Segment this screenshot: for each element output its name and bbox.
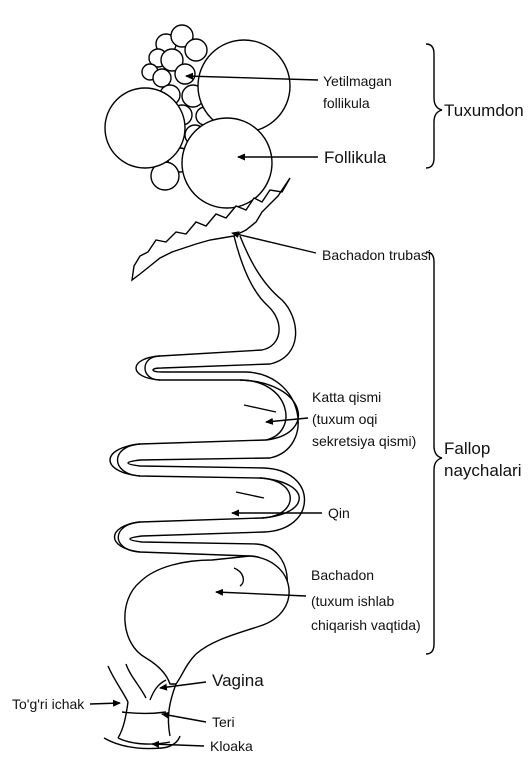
label-kloaka: Kloaka (210, 738, 253, 754)
arrow-katta (266, 418, 308, 422)
fallop-brace (426, 252, 442, 654)
label-bachadon-1: Bachadon (311, 567, 374, 583)
ovary (105, 25, 290, 208)
oviduct-coils (110, 236, 305, 684)
label-bachadon-3: chiqarish vaqtida) (311, 617, 421, 633)
label-teri: Teri (212, 714, 235, 730)
label-tuxumdon: Tuxumdon (444, 101, 524, 120)
label-katta-2: (tuxum oqi (312, 411, 377, 427)
label-togri-ichak: To'g'ri ichak (12, 696, 85, 712)
label-fallop-1: Fallop (444, 439, 490, 458)
tuxumdon-brace (426, 44, 442, 168)
label-katta-3: sekretsiya qismi) (312, 433, 416, 449)
label-bachadon-trubasi: Bachadon trubasi (322, 247, 431, 263)
arrow-vagina (160, 682, 206, 688)
label-yetilmagan-1: Yetilmagan (323, 73, 392, 89)
label-yetilmagan-2: follikula (323, 95, 370, 111)
follicle-large (182, 118, 272, 208)
label-bachadon-2: (tuxum ishlab (311, 593, 394, 609)
label-qin: Qin (328, 505, 350, 521)
follicle-top-right (198, 40, 290, 132)
arrow-togri-ichak (90, 703, 120, 704)
arrow-bachadon-trubasi (232, 233, 316, 253)
label-fallop-2: naychalari (444, 461, 522, 480)
follicle-left (105, 88, 185, 168)
label-vagina: Vagina (212, 671, 264, 690)
arrow-kloaka (152, 744, 204, 746)
label-follikula: Follikula (324, 148, 387, 167)
label-katta-1: Katta qismi (312, 389, 381, 405)
